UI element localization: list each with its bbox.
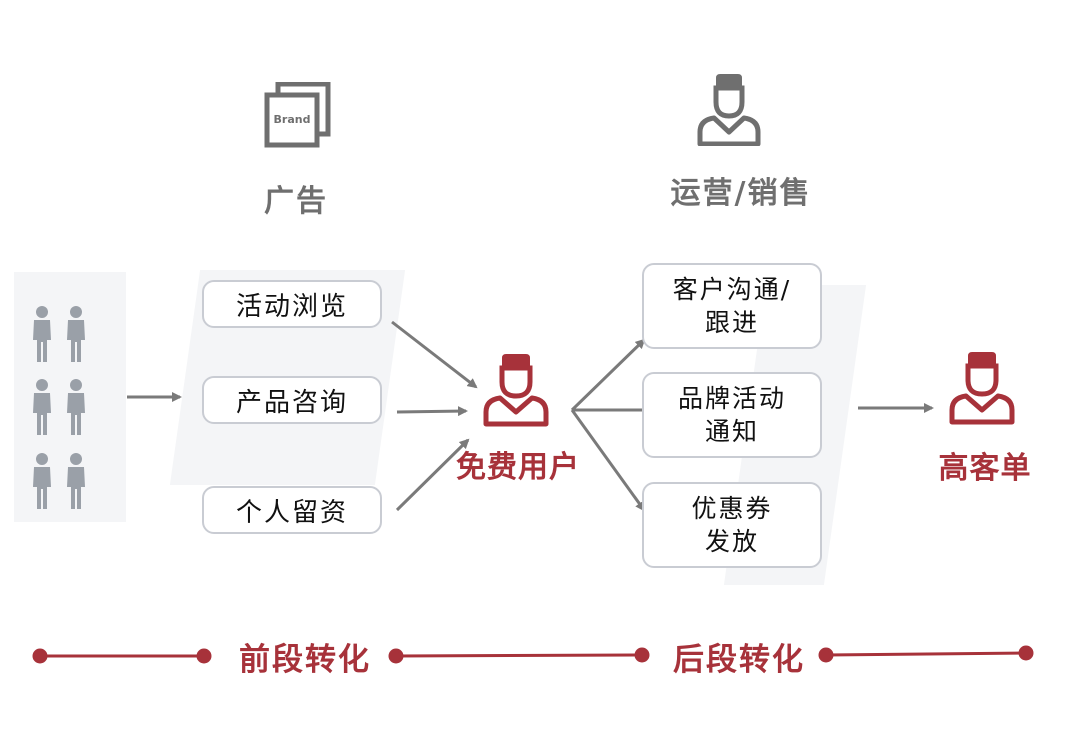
operator-icon (697, 74, 761, 146)
phase-line-3 (825, 651, 1027, 657)
arrow-box3-to-user (395, 438, 470, 512)
touchpoint-box-inquiry: 产品咨询 (202, 376, 382, 424)
ops-heading: 运营/销售 (670, 176, 812, 211)
phase-dot (388, 648, 404, 664)
brand-icon: Brand (264, 82, 332, 148)
phase-dot (196, 648, 212, 664)
person-icon (67, 306, 85, 362)
phase-dot (818, 647, 834, 663)
ops-box-coupon: 优惠券 发放 (642, 482, 822, 568)
person-icon (67, 453, 85, 509)
phase-dot (32, 648, 48, 664)
high-value-label: 高客单 (938, 451, 1032, 486)
person-icon (67, 379, 85, 435)
arrow-user-to-rbox1 (570, 338, 646, 412)
red-user-icon (949, 352, 1015, 425)
touchpoint-box-lead: 个人留资 (202, 486, 382, 534)
person-icon (33, 453, 51, 509)
phase-dot (634, 647, 650, 663)
phase-front-label: 前段转化 (239, 642, 371, 678)
arrow-box1-to-user (391, 320, 478, 389)
person-icon (33, 306, 51, 362)
phase-back-label: 后段转化 (673, 642, 805, 678)
touchpoint-box-activity: 活动浏览 (202, 280, 382, 328)
ops-box-brand-event: 品牌活动 通知 (642, 372, 822, 458)
ad-heading: 广告 (264, 184, 328, 219)
free-user-label: 免费用户 (456, 450, 580, 485)
arrow-user-to-rbox3 (570, 409, 646, 512)
arrow-box2-to-user (396, 406, 468, 417)
phase-dot (1018, 645, 1034, 661)
ops-box-followup: 客户沟通/ 跟进 (642, 263, 822, 349)
red-user-icon (483, 354, 549, 427)
brand-icon-text: Brand (273, 113, 311, 126)
phase-line-2 (395, 653, 643, 658)
person-icon (33, 379, 51, 435)
